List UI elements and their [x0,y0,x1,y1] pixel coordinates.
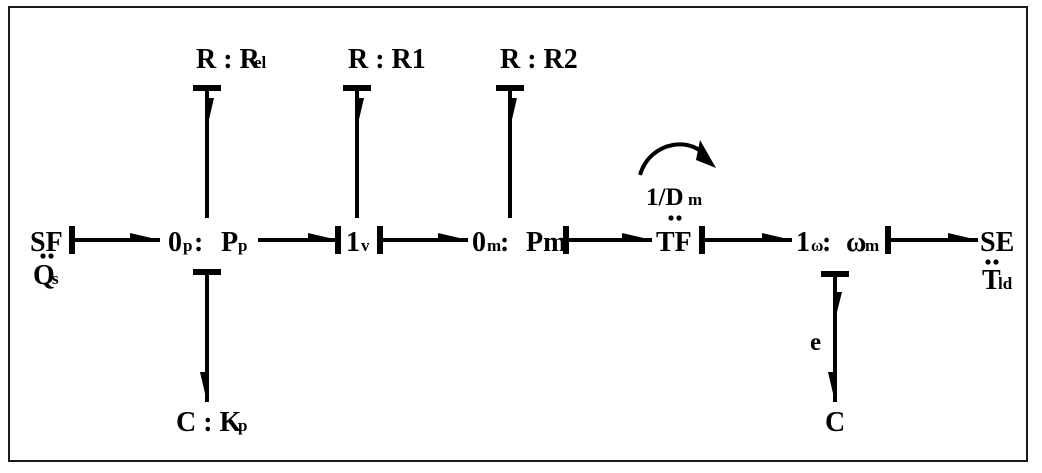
svg-text:m: m [865,236,879,255]
bond-0p-to-r-el [193,85,221,218]
bond-tf-to-1w [699,226,792,254]
bond-0p-to-c-kp [193,269,221,402]
bond-0p-to-1v [258,226,341,254]
svg-text:p: p [183,236,192,255]
svg-text:p: p [238,416,247,435]
svg-text:R : R1: R : R1 [348,44,426,75]
node-dm-modulus: 1/D m [646,184,702,211]
svg-text:Q: Q [33,260,55,291]
node-se-effort-source: SE [980,227,1014,258]
svg-text:P: P [221,227,238,258]
svg-text:R : R2: R : R2 [500,44,578,75]
node-c-kp: C : K p [176,407,247,438]
node-r1: R : R1 [348,44,426,75]
node-0m-junction: 0 m : Pm [472,227,566,258]
bond-1v-to-r1 [343,85,371,218]
svg-text:p: p [238,236,247,255]
svg-text:C: C [825,407,845,438]
node-sf: SF [30,227,63,258]
svg-text:el: el [254,53,267,72]
svg-text:m: m [688,190,702,209]
node-r2: R : R2 [500,44,578,75]
node-tf-transformer: TF [656,215,692,258]
svg-text:C : K: C : K [176,407,242,438]
diagram-frame [8,6,1028,462]
node-qs-flow-source: Q s [33,253,59,291]
svg-text:R : R: R : R [196,44,261,75]
bond-sf-to-0p [69,226,160,254]
svg-text:ld: ld [998,274,1013,293]
svg-text:TF: TF [656,227,692,258]
svg-text:0: 0 [168,227,182,258]
svg-text:v: v [361,236,370,255]
node-1w-junction: 1 ω : ω m [796,227,879,258]
svg-text:ω: ω [846,227,866,258]
label-e: e [810,329,821,356]
node-1v-junction: 1 v [346,227,370,258]
node-r-el: R : R el [196,44,267,75]
svg-text:SE: SE [980,227,1014,258]
svg-text:m: m [487,236,501,255]
node-c: C [825,407,845,438]
svg-text:s: s [52,269,59,288]
svg-text::: : [194,227,203,258]
node-tld-load-torque: T ld [982,259,1013,296]
svg-text:1: 1 [796,227,810,258]
svg-text::: : [500,227,509,258]
svg-text:0: 0 [472,227,486,258]
svg-text:Pm: Pm [526,227,566,258]
bond-0m-to-tf [563,226,652,254]
svg-text:SF: SF [30,227,63,258]
svg-text:T: T [982,265,1001,296]
svg-text:ω: ω [811,236,823,255]
svg-text:e: e [810,329,821,356]
svg-text:1: 1 [346,227,360,258]
svg-text::: : [822,227,831,258]
bond-1w-to-se [885,226,978,254]
tf-modulation-arrow [638,140,716,176]
svg-text:1/D: 1/D [646,184,684,211]
bond-0m-to-r2 [496,85,524,218]
bond-1v-to-0m [377,226,468,254]
node-0p-junction: 0 p : P p [168,227,247,258]
bond-1w-to-c [821,271,849,402]
